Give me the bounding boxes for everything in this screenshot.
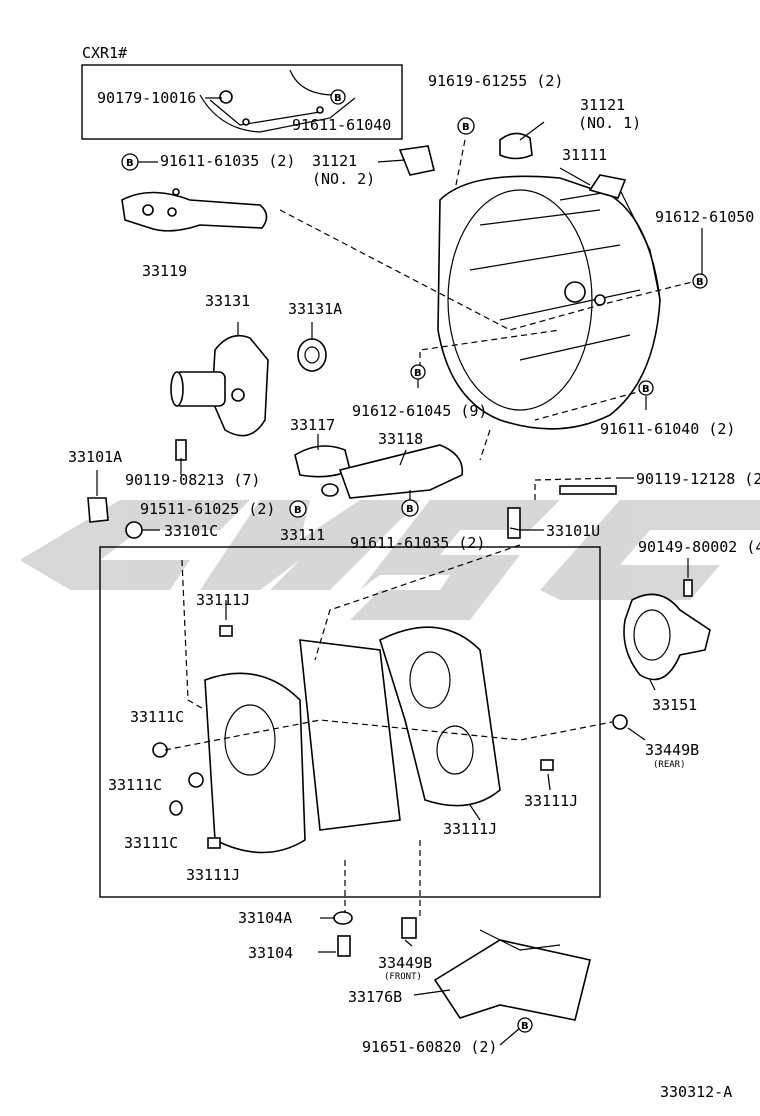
- case-assembly-box: [99, 546, 601, 898]
- label-33176B: 33176B: [348, 988, 402, 1006]
- label-90119-08213: 90119-08213 (7): [125, 471, 260, 489]
- bracket-33118: [338, 444, 464, 499]
- label-33104A: 33104A: [238, 909, 292, 927]
- plug-33111C-b: [188, 772, 204, 788]
- transmission-case-31111: [437, 174, 661, 430]
- svg-text:B: B: [462, 122, 470, 133]
- label-91611-61035-mid: 91611-61035 (2): [350, 534, 485, 552]
- label-33111J-b: 33111J: [186, 866, 240, 884]
- gasket-33101C: [125, 521, 143, 539]
- label-33131A: 33131A: [288, 300, 342, 318]
- plug-31121-no2: [398, 145, 435, 176]
- switch-33101A: [87, 497, 109, 523]
- lever-33119: [121, 191, 268, 232]
- variant-label: CXR1#: [82, 44, 127, 62]
- dowel-33111J-b: [207, 837, 221, 849]
- label-33151: 33151: [652, 696, 697, 714]
- pin-33449B-front: [401, 917, 417, 939]
- label-33449B-rear: 33449B: [645, 741, 699, 759]
- label-91651-60820: 91651-60820 (2): [362, 1038, 497, 1056]
- plug-33111C-a: [152, 742, 168, 758]
- label-31111-top: 31111: [562, 146, 607, 164]
- bolt-90119-12128: [559, 485, 617, 495]
- plug-33104A: [333, 911, 353, 925]
- plug-31121-no1: [499, 132, 533, 160]
- label-33104: 33104: [248, 944, 293, 962]
- label-33111J-d: 33111J: [443, 820, 497, 838]
- svg-text:B: B: [406, 504, 414, 515]
- label-33111C-c: 33111C: [124, 834, 178, 852]
- cover-plate-33176B: [433, 939, 591, 1021]
- oil-seal-33131A: [297, 338, 327, 372]
- switch-33101U: [507, 507, 521, 539]
- label-91612-61045: 91612-61045 (9): [352, 402, 487, 420]
- label-91611-61035-top: 91611-61035 (2): [160, 152, 295, 170]
- label-33111J-a: 33111J: [196, 591, 250, 609]
- label-33449B-rear-sub: (REAR): [653, 760, 686, 770]
- label-33449B-front-sub: (FRONT): [384, 972, 422, 982]
- label-33111C-b: 33111C: [108, 776, 162, 794]
- label-33101U: 33101U: [546, 522, 600, 540]
- plug-33111C-c: [169, 800, 183, 816]
- label-31121-no1: 31121: [580, 96, 625, 114]
- svg-text:B: B: [294, 505, 302, 516]
- dowel-33111J-c: [540, 759, 554, 771]
- label-91612-61050: 91612-61050: [655, 208, 754, 226]
- dowel-33111J-a: [219, 625, 233, 637]
- label-33119: 33119: [142, 262, 187, 280]
- case-halves-33111: [204, 626, 501, 854]
- label-90179-10016: 90179-10016: [97, 89, 196, 107]
- label-33111J-c: 33111J: [524, 792, 578, 810]
- label-33449B-front: 33449B: [378, 954, 432, 972]
- label-33117: 33117: [290, 416, 335, 434]
- label-90149-80002: 90149-80002 (4): [638, 538, 760, 556]
- label-33118: 33118: [378, 430, 423, 448]
- bolt-90119-08213: [175, 439, 187, 461]
- label-31121-no2: 31121: [312, 152, 357, 170]
- variant-box: [81, 64, 403, 140]
- label-31121-no2-sub: (NO. 2): [312, 170, 375, 188]
- label-91619-61255: 91619-61255 (2): [428, 72, 563, 90]
- svg-text:B: B: [696, 277, 704, 288]
- label-33101A: 33101A: [68, 448, 122, 466]
- label-33131: 33131: [205, 292, 250, 310]
- diagram-id: 330312-A: [660, 1083, 732, 1101]
- bolt-marker-b: B B B B B B B B B: [121, 89, 708, 1033]
- label-91611-61040-mid: 91611-61040 (2): [600, 420, 735, 438]
- svg-text:B: B: [334, 93, 342, 104]
- svg-text:B: B: [414, 368, 422, 379]
- pin-33449B-rear: [612, 714, 628, 730]
- label-90119-12128: 90119-12128 (2): [636, 470, 760, 488]
- bearing-retainer-33131: [170, 334, 269, 437]
- label-33111C-a: 33111C: [130, 708, 184, 726]
- svg-text:B: B: [521, 1021, 529, 1032]
- label-33101C: 33101C: [164, 522, 218, 540]
- variant-case-fragment: [199, 69, 356, 133]
- label-91511-61025: 91511-61025 (2): [140, 500, 275, 518]
- bolt-90149-80002: [683, 579, 693, 597]
- label-33111-box: 33111: [280, 526, 325, 544]
- svg-text:B: B: [126, 158, 134, 169]
- svg-text:B: B: [642, 384, 650, 395]
- plug-33104: [337, 935, 351, 957]
- label-31121-no1-sub: (NO. 1): [578, 114, 641, 132]
- extension-cover-33151: [623, 593, 711, 681]
- label-91611-61040: 91611-61040: [292, 116, 391, 134]
